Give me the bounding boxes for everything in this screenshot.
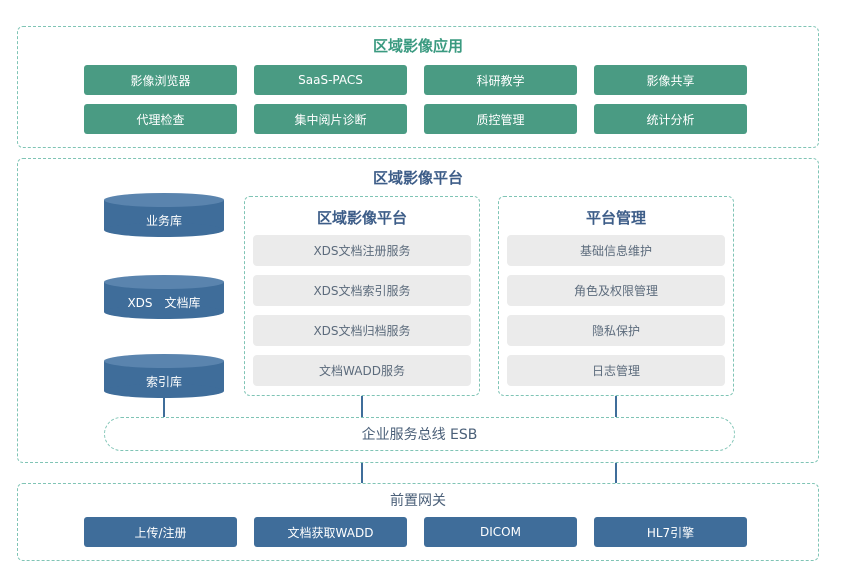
app-proxy-exam-button[interactable]: 代理检查 bbox=[84, 104, 237, 134]
app-image-viewer-button[interactable]: 影像浏览器 bbox=[84, 65, 237, 95]
database-cylinder-icon bbox=[104, 193, 224, 237]
gateway-title: 前置网关 bbox=[390, 493, 446, 509]
app-quality-control-button[interactable]: 质控管理 bbox=[424, 104, 577, 134]
xds-index-service[interactable]: XDS文档索引服务 bbox=[253, 275, 471, 306]
xds-archive-service[interactable]: XDS文档归档服务 bbox=[253, 315, 471, 346]
gateway-panel: 前置网关 上传/注册 文档获取WADD DICOM HL7引擎 bbox=[17, 483, 819, 561]
app-saas-pacs-button[interactable]: SaaS-PACS bbox=[254, 65, 407, 95]
privacy-protection[interactable]: 隐私保护 bbox=[507, 315, 725, 346]
inner-platform-title: 区域影像平台 bbox=[316, 209, 407, 227]
inner-platform-panel: 区域影像平台 XDS文档注册服务 XDS文档索引服务 XDS文档归档服务 文档W… bbox=[244, 196, 480, 396]
xds-registration-service[interactable]: XDS文档注册服务 bbox=[253, 235, 471, 266]
regional-app-panel: 区域影像应用 影像浏览器 SaaS-PACS 科研教学 影像共享 代理检查 集中… bbox=[17, 26, 819, 148]
app-image-sharing-button[interactable]: 影像共享 bbox=[594, 65, 747, 95]
basic-info-maintenance[interactable]: 基础信息维护 bbox=[507, 235, 725, 266]
regional-platform-panel: 区域影像平台 bbox=[17, 158, 819, 463]
app-research-teaching-button[interactable]: 科研教学 bbox=[424, 65, 577, 95]
gateway-upload-register-button[interactable]: 上传/注册 bbox=[84, 517, 237, 547]
connector-line bbox=[615, 463, 617, 483]
database-label: 业务库 bbox=[145, 214, 182, 228]
database-label: XDS 文档库 bbox=[127, 296, 201, 310]
gateway-wadd-fetch-button[interactable]: 文档获取WADD bbox=[254, 517, 407, 547]
platform-management-panel: 平台管理 基础信息维护 角色及权限管理 隐私保护 日志管理 bbox=[498, 196, 734, 396]
log-management[interactable]: 日志管理 bbox=[507, 355, 725, 386]
app-central-reading-button[interactable]: 集中阅片诊断 bbox=[254, 104, 407, 134]
connector-line bbox=[615, 396, 617, 417]
app-statistics-button[interactable]: 统计分析 bbox=[594, 104, 747, 134]
gateway-hl7-engine-button[interactable]: HL7引擎 bbox=[594, 517, 747, 547]
business-database: 业务库 bbox=[104, 193, 224, 237]
database-cylinder-icon bbox=[104, 275, 224, 319]
regional-app-title: 区域影像应用 bbox=[372, 37, 463, 55]
database-label: 索引库 bbox=[145, 375, 182, 389]
connector-line bbox=[361, 463, 363, 483]
index-database: 索引库 bbox=[104, 354, 224, 398]
esb-bus: 企业服务总线 ESB bbox=[104, 417, 735, 451]
database-cylinder-icon bbox=[104, 354, 224, 398]
regional-platform-title: 区域影像平台 bbox=[372, 169, 463, 187]
xds-document-database: XDS 文档库 bbox=[104, 275, 224, 319]
platform-management-title: 平台管理 bbox=[585, 209, 646, 227]
connector-line bbox=[361, 396, 363, 417]
wadd-service[interactable]: 文档WADD服务 bbox=[253, 355, 471, 386]
role-permission-management[interactable]: 角色及权限管理 bbox=[507, 275, 725, 306]
connector-line bbox=[163, 398, 165, 417]
gateway-dicom-button[interactable]: DICOM bbox=[424, 517, 577, 547]
